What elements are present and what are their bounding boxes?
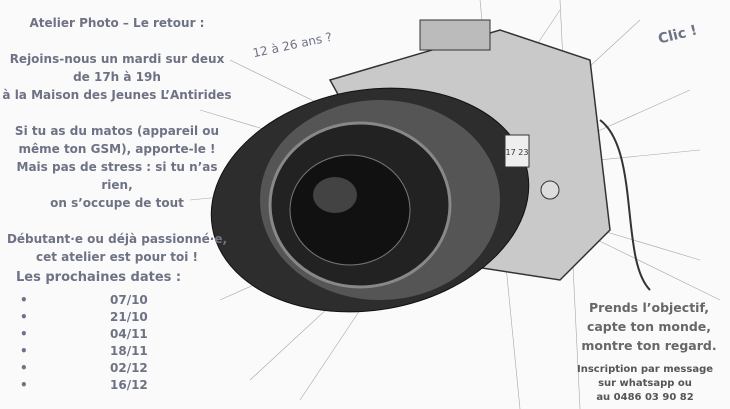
dates-list: •07/10 •21/10 •04/11 •18/11 •02/12 •16/1… [20, 292, 148, 394]
slogan: Prends l’objectif,capte ton monde,montre… [581, 300, 717, 353]
schedule-line: à la Maison des Jeunes L’Antirides [2, 88, 232, 102]
camera-label: 17 23 [506, 148, 529, 157]
intro-title: Atelier Photo – Le retour : [29, 16, 205, 30]
intro-block: Atelier Photo – Le retour : Rejoins-nous… [0, 14, 234, 284]
date-item: •07/10 [20, 293, 148, 307]
dates-title: Les prochaines dates : [16, 270, 182, 285]
camera-label-panel: 17 23 [504, 134, 530, 168]
audience-line: cet atelier est pour toi ! [35, 250, 198, 264]
schedule-line: Rejoins-nous un mardi sur deux [9, 52, 225, 66]
equipment-line: Mais pas de stress : si tu n’as rien, [16, 160, 218, 192]
date-item: •21/10 [20, 310, 148, 324]
audience-line: Débutant·e ou déjà passionné·e, [6, 232, 228, 246]
equipment-line: Si tu as du matos (appareil ou [14, 124, 220, 138]
schedule-line: de 17h à 19h [73, 70, 161, 84]
date-item: •04/11 [20, 327, 148, 341]
date-item: •16/12 [20, 378, 148, 392]
date-item: •02/12 [20, 361, 148, 375]
equipment-line: même ton GSM), apporte-le ! [18, 142, 216, 156]
equipment-line: on s’occupe de tout [50, 196, 184, 210]
date-item: •18/11 [20, 344, 148, 358]
